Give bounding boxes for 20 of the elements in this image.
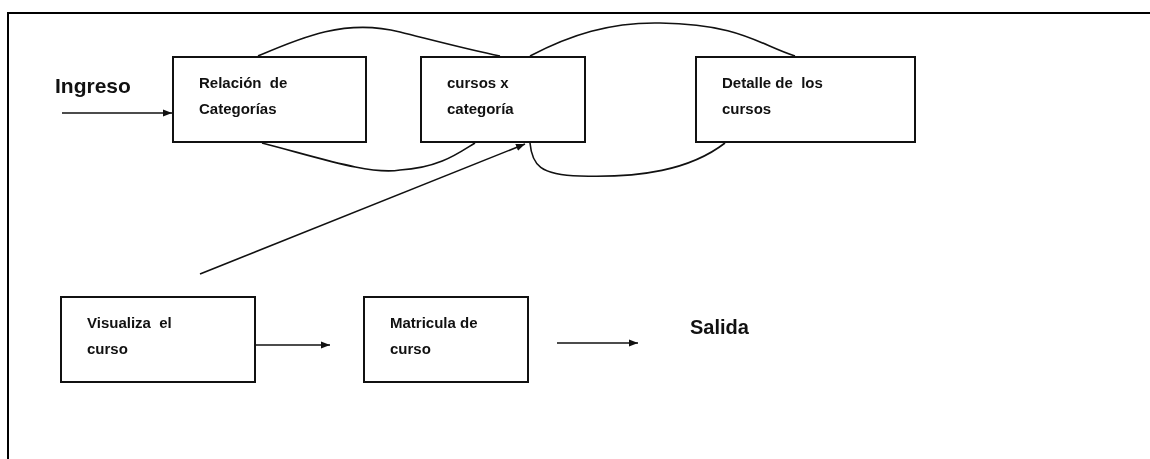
process-box <box>363 296 529 383</box>
arrow <box>255 341 331 349</box>
input-label: Ingreso <box>55 74 131 98</box>
output-label: Salida <box>690 314 770 344</box>
box-text: Relación de Categorías <box>199 73 289 119</box>
arrow <box>556 339 639 347</box>
connector-line <box>529 142 726 178</box>
connector-line <box>257 26 501 57</box>
box-text: Visualiza el curso <box>87 313 173 359</box>
arrow <box>199 143 526 275</box>
box-text: cursos x categoría <box>447 73 515 119</box>
connector-line <box>261 142 476 172</box>
box-text: Matricula de curso <box>390 313 479 359</box>
box-text: Detalle de los cursos <box>722 73 824 119</box>
process-box <box>60 296 256 383</box>
arrow <box>61 109 173 117</box>
process-box <box>695 56 916 143</box>
process-box <box>420 56 586 143</box>
connector-line <box>529 22 796 57</box>
process-box <box>172 56 367 143</box>
